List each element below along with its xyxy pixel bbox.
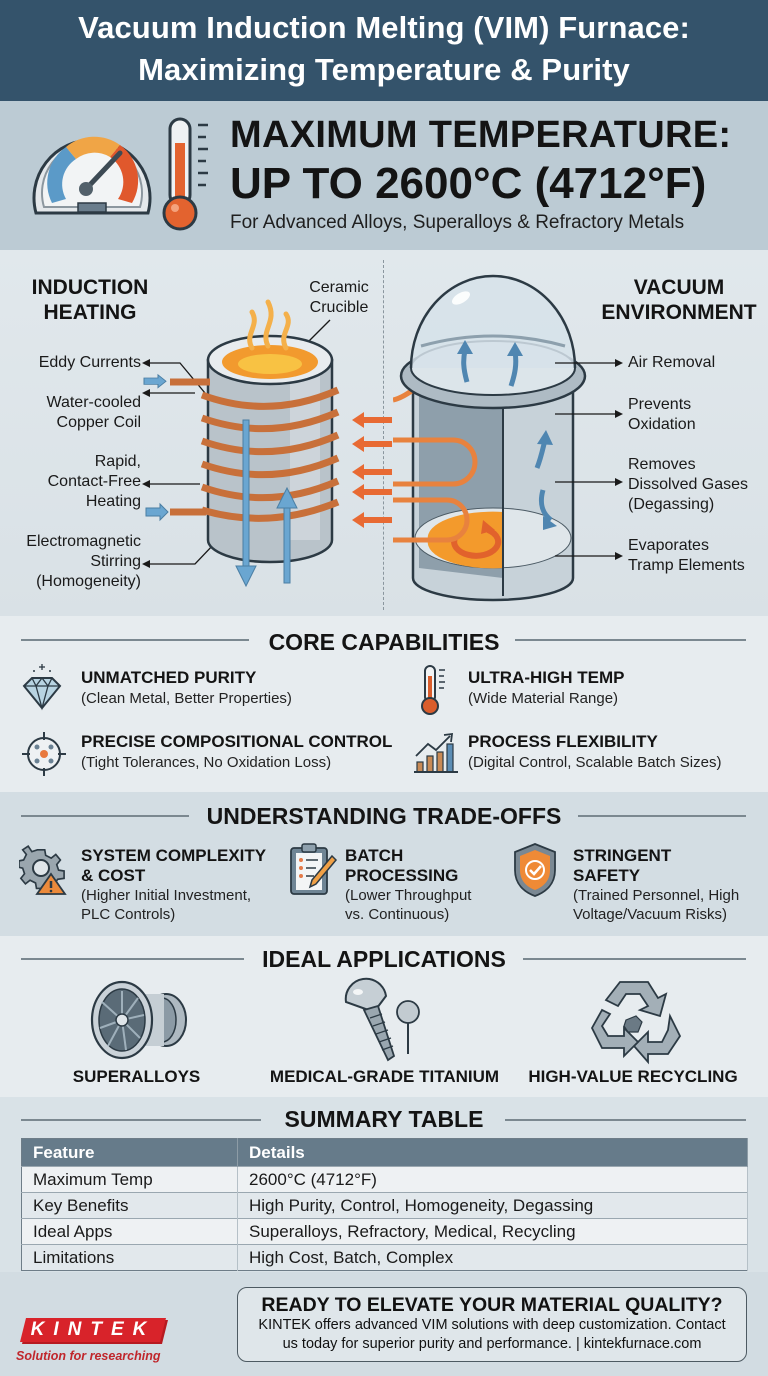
divider [515,639,746,641]
label-eddy-currents: Eddy Currents [38,354,141,371]
section-title: IDEAL APPLICATIONS [262,946,506,972]
label-air-removal: Air Removal [628,354,716,371]
divider [383,260,384,610]
table-row: Ideal Apps Superalloys, Refractory, Medi… [21,1218,748,1245]
capability-subtitle: (Wide Material Range) [468,690,619,707]
column-header: Details [237,1138,748,1167]
applications-section: IDEAL APPLICATIONS SUPERALLOYS MEDICA [0,936,768,1097]
jet-engine-icon [84,980,192,1060]
divider [523,958,746,960]
table-cell-details: High Cost, Batch, Complex [237,1244,748,1271]
max-temp-value: UP TO 2600°C (4712°F) [230,159,707,208]
application-label: HIGH-VALUE RECYCLING [528,1067,738,1086]
cta-text-line1: KINTEK offers advanced VIM solutions wit… [258,1317,726,1333]
induction-heading: INDUCTION HEATING [31,276,149,324]
max-temp-heading: MAXIMUM TEMPERATURE: [230,114,732,156]
field-arrows [352,410,392,530]
thermometer-icon [421,664,447,716]
tradeoff-title: BATCH PROCESSING [345,846,459,885]
shield-check-icon [512,842,558,898]
table-cell-details: Superalloys, Refractory, Medical, Recycl… [237,1218,748,1245]
column-header: Feature [21,1138,238,1167]
table-cell-details: High Purity, Control, Homogeneity, Degas… [237,1192,748,1219]
max-temperature-banner: MAXIMUM TEMPERATURE: UP TO 2600°C (4712°… [0,101,768,250]
gear-warning-icon [19,844,69,896]
label-electromagnetic-stirring: Electromagnetic Stirring (Homogeneity) [26,533,141,590]
clipboard-icon [288,842,338,898]
table-row: Key Benefits High Purity, Control, Homog… [21,1192,748,1219]
target-icon [20,730,68,778]
capability-title: ULTRA-HIGH TEMP [468,668,625,687]
table-header-row: Feature Details [21,1138,748,1167]
capability-subtitle: (Tight Tolerances, No Oxidation Loss) [81,754,332,771]
thermometer-icon [162,115,212,235]
application-label: MEDICAL-GRADE TITANIUM [269,1067,500,1086]
cta-text-line2[interactable]: us today for superior purity and perform… [282,1336,702,1352]
capability-title: UNMATCHED PURITY [81,668,257,687]
capability-title: PRECISE COMPOSITIONAL CONTROL [81,732,393,751]
summary-table: Feature Details Maximum Temp 2600°C (471… [21,1138,748,1271]
induction-coil-illustration [140,290,390,610]
page-title-line1: Vacuum Induction Melting (VIM) Furnace: [78,10,690,45]
section-title: SUMMARY TABLE [284,1106,484,1132]
max-temp-subtitle: For Advanced Alloys, Superalloys & Refra… [230,212,685,233]
tradeoff-subtitle: (Lower Throughput vs. Continuous) [345,887,472,923]
footer: KINTEK Solution for researching READY TO… [0,1272,768,1376]
page-title-line2: Maximizing Temperature & Purity [138,52,630,87]
application-label: SUPERALLOYS [72,1067,201,1086]
table-cell-feature: Ideal Apps [21,1218,238,1245]
ceramic-crucible-label: Ceramic Crucible [309,279,369,316]
vacuum-heading: VACUUM ENVIRONMENT [601,276,757,324]
table-cell-feature: Key Benefits [21,1192,238,1219]
table-row: Limitations High Cost, Batch, Complex [21,1244,748,1271]
divider [21,1119,261,1121]
capability-subtitle: (Clean Metal, Better Properties) [81,690,292,707]
tradeoff-title: STRINGENT SAFETY [573,846,672,885]
divider [505,1119,746,1121]
logo-tagline: Solution for researching [16,1349,161,1363]
vacuum-leader-lines [555,335,625,575]
capability-subtitle: (Digital Control, Scalable Batch Sizes) [468,754,722,771]
recycle-icon [586,976,682,1066]
divider [578,815,746,817]
section-title: UNDERSTANDING TRADE-OFFS [206,803,562,829]
capability-title: PROCESS FLEXIBILITY [468,732,658,751]
label-tramp-elements: Evaporates Tramp Elements [628,537,745,574]
table-cell-feature: Maximum Temp [21,1166,238,1193]
table-cell-feature: Limitations [21,1244,238,1271]
tradeoff-title: SYSTEM COMPLEXITY & COST [81,846,267,885]
core-capabilities-section: CORE CAPABILITIES UNMATCHED PURITY (Clea… [0,616,768,792]
tradeoff-subtitle: (Trained Personnel, High Voltage/Vacuum … [573,887,740,923]
kintek-logo[interactable]: KINTEK [20,1318,170,1346]
diamond-icon [20,662,64,712]
label-contact-free-heating: Rapid, Contact-Free Heating [47,453,141,510]
page-header: Vacuum Induction Melting (VIM) Furnace: … [0,0,768,101]
label-prevents-oxidation: Prevents Oxidation [628,396,696,433]
label-degassing: Removes Dissolved Gases (Degassing) [628,456,749,513]
gauge-icon [28,119,156,219]
label-copper-coil: Water-cooled Copper Coil [46,394,141,431]
vim-process-diagram: INDUCTION HEATING Ceramic Crucible Eddy … [0,250,768,616]
tradeoff-subtitle: (Higher Initial Investment, PLC Controls… [81,887,252,923]
vacuum-chamber-illustration [393,268,593,613]
medical-implant-icon [338,976,428,1066]
section-title: CORE CAPABILITIES [268,629,500,655]
table-row: Maximum Temp 2600°C (4712°F) [21,1166,748,1193]
logo-text: KINTEK [30,1319,156,1340]
divider [21,639,249,641]
divider [21,958,244,960]
divider [21,815,189,817]
cta-box: READY TO ELEVATE YOUR MATERIAL QUALITY? … [237,1287,747,1362]
trade-offs-section: UNDERSTANDING TRADE-OFFS SYSTEM COMPLEXI… [0,792,768,936]
table-cell-details: 2600°C (4712°F) [237,1166,748,1193]
cta-heading: READY TO ELEVATE YOUR MATERIAL QUALITY? [261,1294,723,1316]
summary-table-section: SUMMARY TABLE Feature Details Maximum Te… [0,1097,768,1272]
growth-chart-icon [412,732,460,774]
